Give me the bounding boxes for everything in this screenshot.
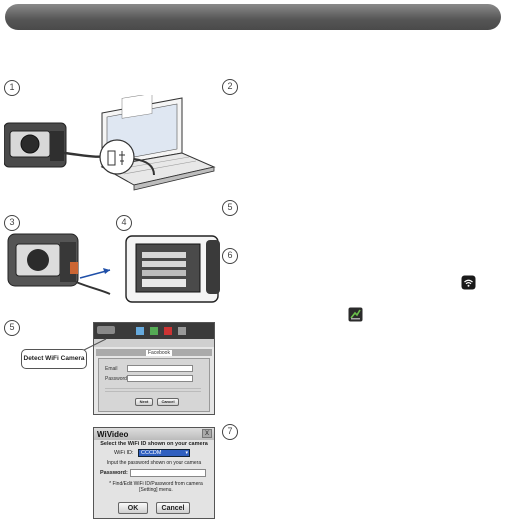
email-field[interactable] (127, 365, 193, 372)
step-number-3: 3 (4, 215, 20, 231)
tab-facebook[interactable]: Facebook (146, 350, 172, 356)
header-bar (5, 4, 501, 30)
cancel-button-app[interactable]: Cancel (157, 398, 179, 406)
dialog-instruction: Select the WiFi ID shown on your camera (100, 441, 208, 447)
wifi-id-value: CCCDM (141, 450, 162, 456)
password-instruction: Input the password shown on your camera (106, 460, 202, 466)
app-icon (348, 307, 363, 322)
app-window: Facebook Email Password Next Cancel (93, 322, 215, 415)
app-tabbar: Facebook (96, 349, 212, 356)
camera-screen-illustration (125, 235, 220, 303)
step-number-2: 2 (222, 79, 238, 95)
ok-button[interactable]: OK (118, 502, 148, 514)
wifi-icon (461, 275, 476, 290)
dialog-password-input[interactable] (130, 469, 206, 477)
wifi-id-select[interactable]: CCCDM ▾ (138, 449, 190, 457)
dialog-titlebar: WiVideo X (94, 428, 214, 440)
toolbar-icon-2[interactable] (150, 327, 158, 335)
camera-wifi-connect-illustration (7, 233, 111, 295)
wivideo-dialog: WiVideo X Select the WiFi ID shown on yo… (93, 427, 215, 519)
password-field[interactable] (127, 375, 193, 382)
cancel-button[interactable]: Cancel (156, 502, 190, 514)
dialog-note: * Find/Edit WiFi ID/Password from camera… (109, 481, 203, 493)
password-label: Password (105, 376, 127, 382)
app-infobar (94, 339, 214, 347)
dialog-password-label: Password: (100, 470, 128, 476)
app-toolbar (94, 323, 214, 339)
next-button[interactable]: Next (135, 398, 153, 406)
toolbar-icon-1[interactable] (136, 327, 144, 335)
app-logo (97, 326, 115, 334)
wifi-id-label: WiFi ID: (114, 450, 134, 456)
step-number-4: 4 (116, 215, 132, 231)
step-number-6: 6 (222, 248, 238, 264)
step-number-5-left: 5 (4, 320, 20, 336)
toolbar-icon-3[interactable] (164, 327, 172, 335)
chevron-down-icon: ▾ (185, 450, 188, 456)
toolbar-icon-4[interactable] (178, 327, 186, 335)
callout-pointer (81, 338, 107, 352)
step-number-7: 7 (222, 424, 238, 440)
dialog-title: WiVideo (97, 430, 129, 439)
detect-wifi-camera-callout[interactable]: Detect WiFi Camera (21, 349, 87, 369)
step-number-1: 1 (4, 80, 20, 96)
form-help-text (105, 386, 201, 394)
close-icon[interactable]: X (202, 429, 212, 438)
camera-usb-laptop-illustration (4, 95, 216, 191)
app-form-panel: Email Password Next Cancel (98, 358, 210, 412)
step-number-5: 5 (222, 200, 238, 216)
email-label: Email (105, 366, 118, 372)
